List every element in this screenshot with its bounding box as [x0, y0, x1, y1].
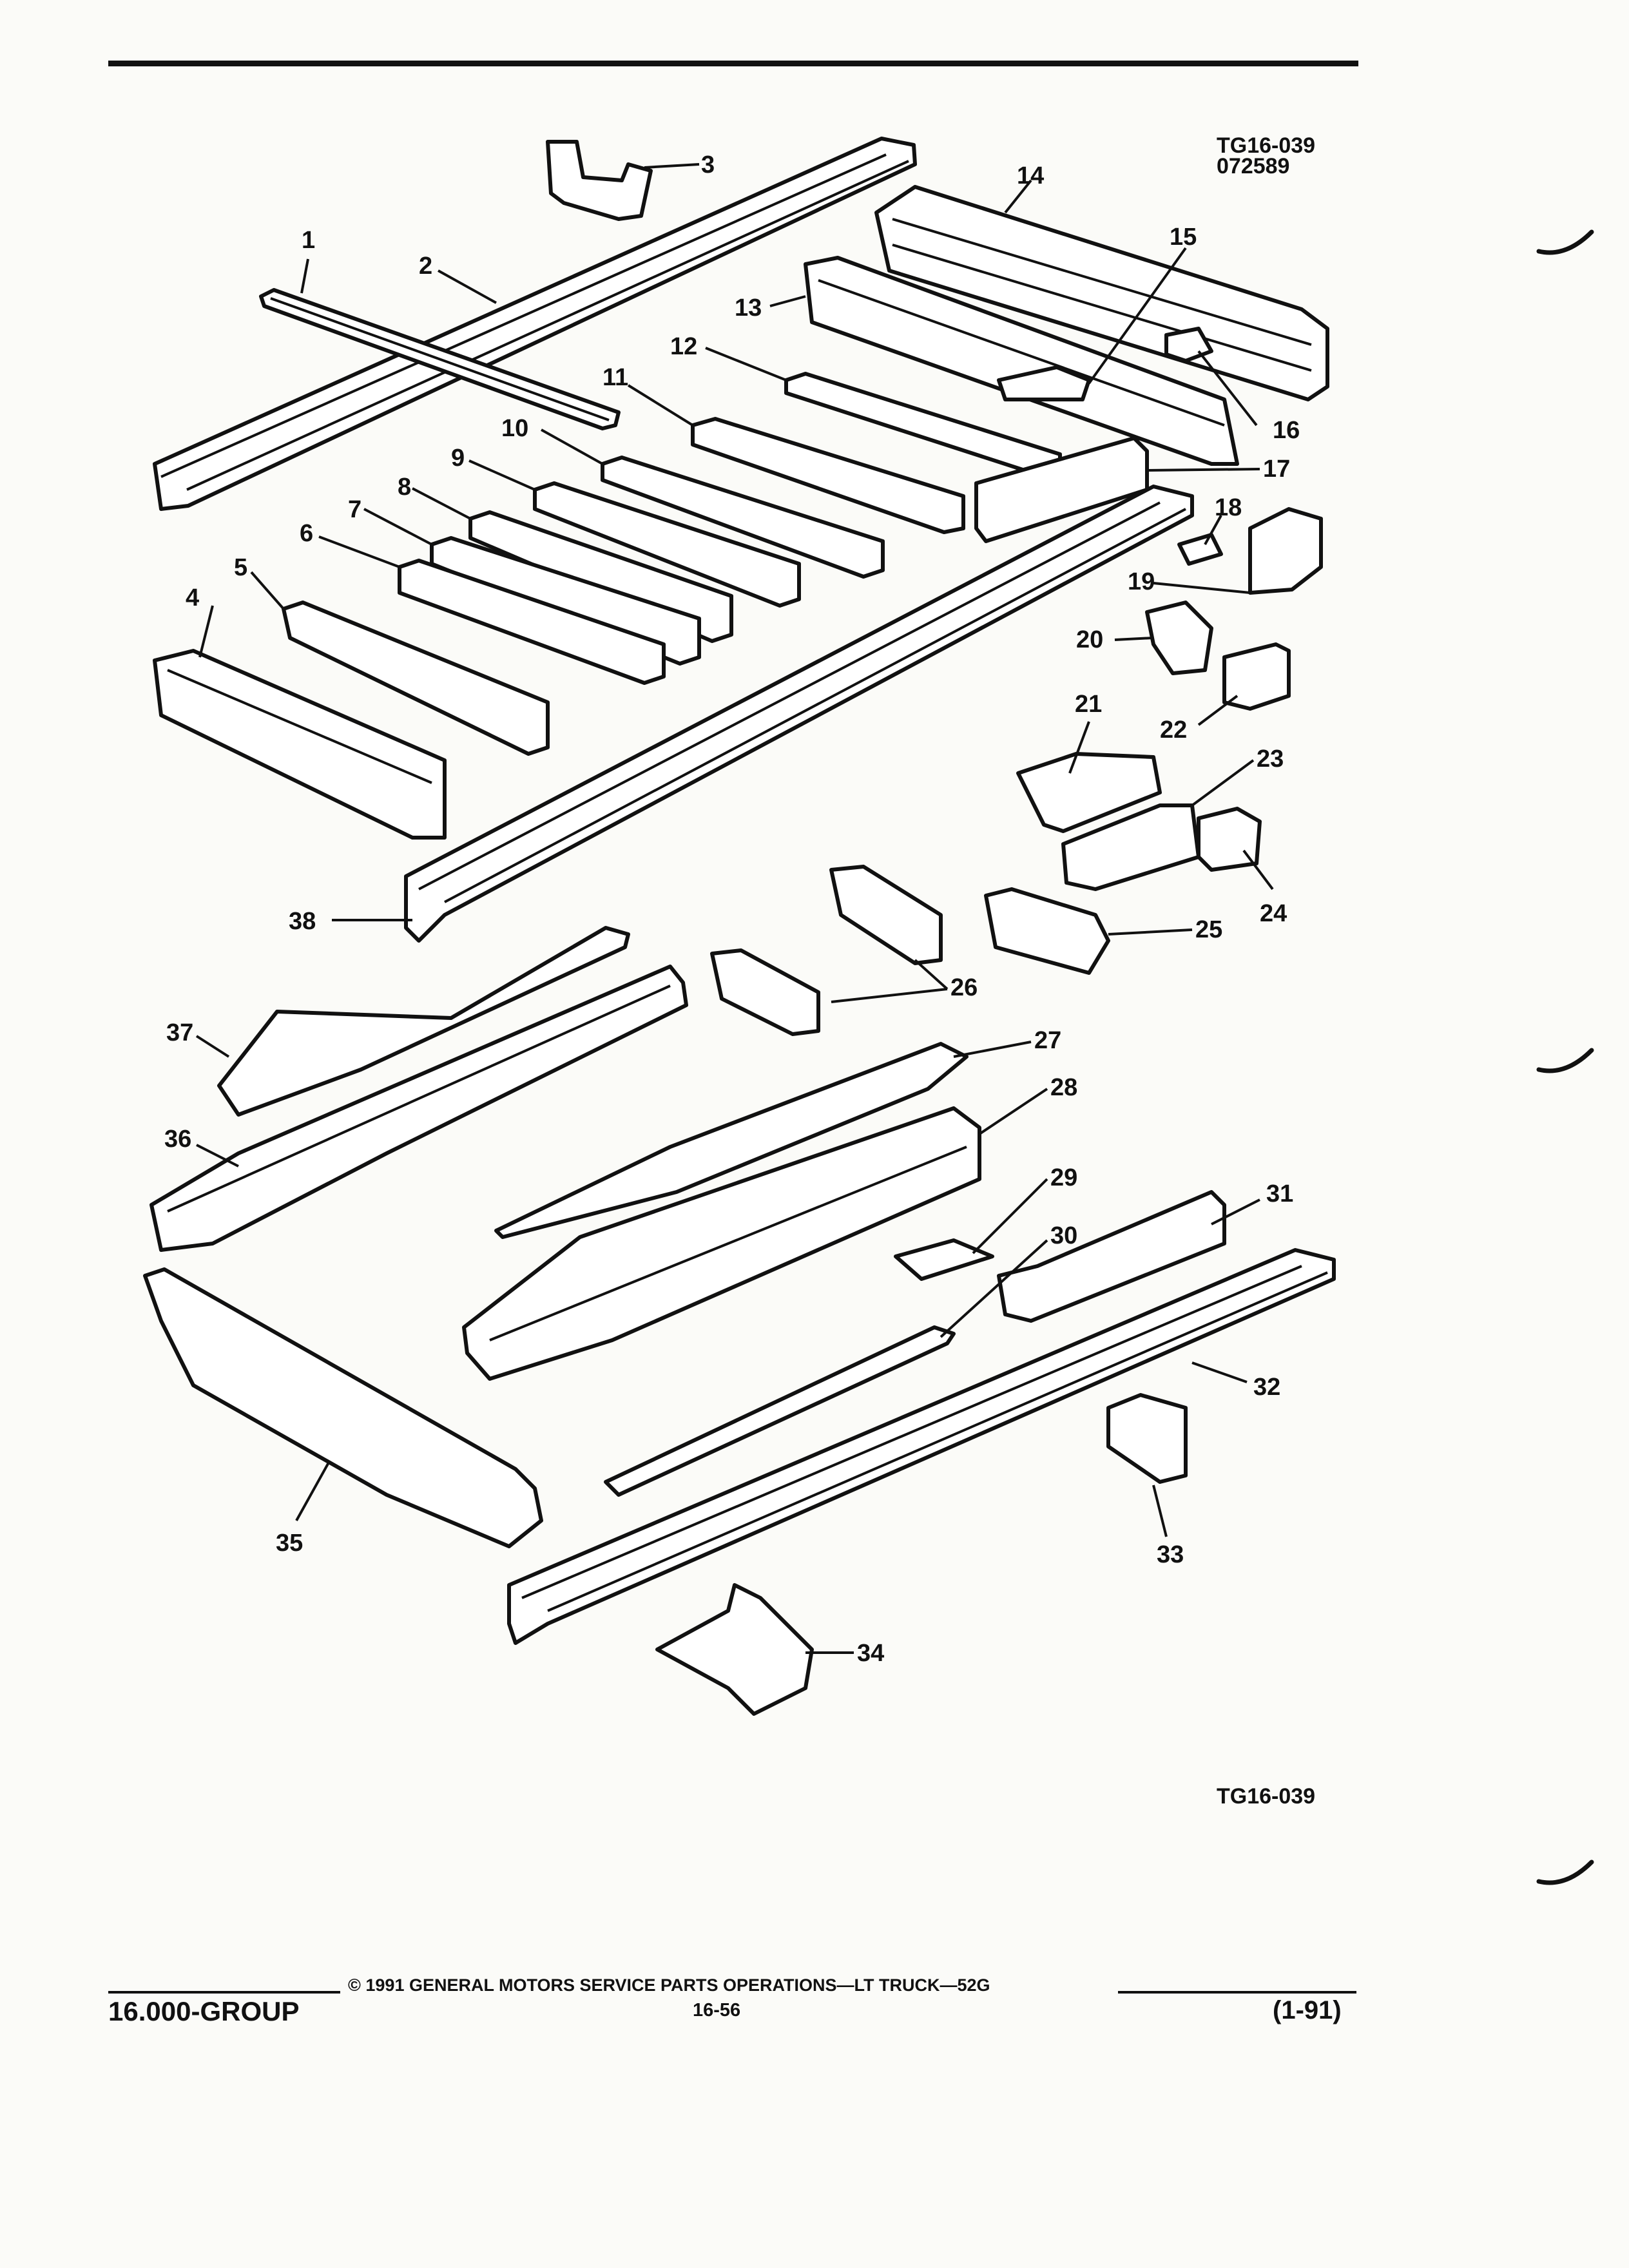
footer-rule-right [1118, 1991, 1356, 1994]
callout-37: 37 [166, 1019, 193, 1046]
part-34-bracket [655, 1583, 814, 1716]
callout-17: 17 [1263, 456, 1290, 483]
figure-code: TG16-039 [1217, 133, 1316, 158]
callout-18: 18 [1215, 494, 1242, 521]
part-10-crossmember [601, 456, 885, 579]
part-29-gusset [894, 1238, 994, 1281]
callout-30: 30 [1050, 1222, 1077, 1249]
callout-8: 8 [398, 474, 411, 501]
binding-mark [1536, 1048, 1594, 1073]
figure-footer-code: TG16-039 [1217, 1784, 1316, 1809]
callout-36: 36 [164, 1126, 191, 1153]
part-27-frame-rail [494, 1042, 969, 1239]
part-28-frame-rail [462, 1106, 981, 1381]
part-1-crossmember [259, 288, 621, 430]
part-4-crossmember [153, 649, 447, 840]
page-number: 16-56 [693, 2000, 741, 2021]
part-38-side-rail [404, 485, 1194, 943]
part-32-side-rail [507, 1248, 1336, 1645]
binding-mark [1536, 1860, 1594, 1885]
callout-22: 22 [1160, 716, 1187, 744]
part-25-bracket [984, 887, 1110, 975]
callout-15: 15 [1170, 224, 1197, 251]
callout-28: 28 [1050, 1074, 1077, 1101]
callout-6: 6 [300, 520, 313, 547]
part-9-crossmember [533, 481, 801, 608]
callout-21: 21 [1075, 691, 1102, 718]
part-36-frame-rail [149, 965, 688, 1252]
part-14-rear-crossmember [874, 185, 1329, 401]
callout-7: 7 [348, 496, 361, 523]
part-5-crossmember [282, 601, 550, 756]
copyright-line: © 1991 GENERAL MOTORS SERVICE PARTS OPER… [348, 1975, 990, 1995]
part-11-crossmember [691, 417, 965, 534]
part-13-crossmember [804, 256, 1239, 466]
part-6-crossmember [398, 559, 666, 685]
callout-29: 29 [1050, 1164, 1077, 1191]
callout-20: 20 [1076, 626, 1103, 653]
top-rule [108, 61, 1358, 66]
callout-16: 16 [1273, 417, 1300, 444]
callout-1: 1 [302, 227, 315, 254]
callout-33: 33 [1157, 1541, 1184, 1568]
part-2-side-rail [153, 137, 917, 511]
callout-24: 24 [1260, 900, 1287, 927]
part-18-pad [1177, 533, 1223, 566]
group-label: 16.000-GROUP [108, 1996, 300, 2026]
part-20-bracket [1145, 601, 1213, 675]
part-33-bracket [1106, 1393, 1188, 1484]
callout-14: 14 [1017, 162, 1044, 189]
part-15-bracket [997, 365, 1091, 401]
callout-19: 19 [1128, 568, 1155, 595]
footer-rule-left [108, 1991, 340, 1994]
part-3-bracket [546, 140, 653, 221]
callout-23: 23 [1257, 745, 1284, 773]
date-code: 072589 [1217, 154, 1290, 178]
binding-mark [1536, 229, 1594, 255]
part-26-plate [710, 865, 943, 1036]
callout-26: 26 [950, 974, 978, 1001]
part-30-bar [604, 1325, 956, 1497]
callout-4: 4 [186, 584, 199, 611]
callout-38: 38 [289, 908, 316, 935]
callout-12: 12 [670, 333, 697, 360]
callout-31: 31 [1266, 1180, 1293, 1207]
callout-11: 11 [602, 364, 628, 391]
callout-27: 27 [1034, 1027, 1061, 1054]
callout-34: 34 [857, 1640, 884, 1667]
part-22-bracket [1222, 642, 1291, 711]
callout-25: 25 [1195, 916, 1222, 943]
part-31-bracket [997, 1190, 1226, 1323]
part-24-bracket [1197, 807, 1262, 872]
part-35-front-crossmember [143, 1267, 543, 1548]
callout-3: 3 [701, 151, 715, 178]
callouts: 1 2 3 4 5 6 7 8 9 10 11 12 13 14 15 16 1… [164, 151, 1300, 1667]
callout-35: 35 [276, 1530, 303, 1557]
leader-lines [195, 163, 1274, 1654]
revision-code: (1-91) [1273, 1996, 1342, 2024]
callout-13: 13 [735, 294, 762, 322]
part-37-rail [217, 926, 630, 1117]
part-19-bracket [1248, 507, 1323, 595]
callout-2: 2 [419, 253, 432, 280]
callout-32: 32 [1253, 1374, 1280, 1401]
callout-9: 9 [451, 445, 465, 472]
callout-10: 10 [501, 415, 528, 442]
callout-5: 5 [234, 554, 247, 581]
